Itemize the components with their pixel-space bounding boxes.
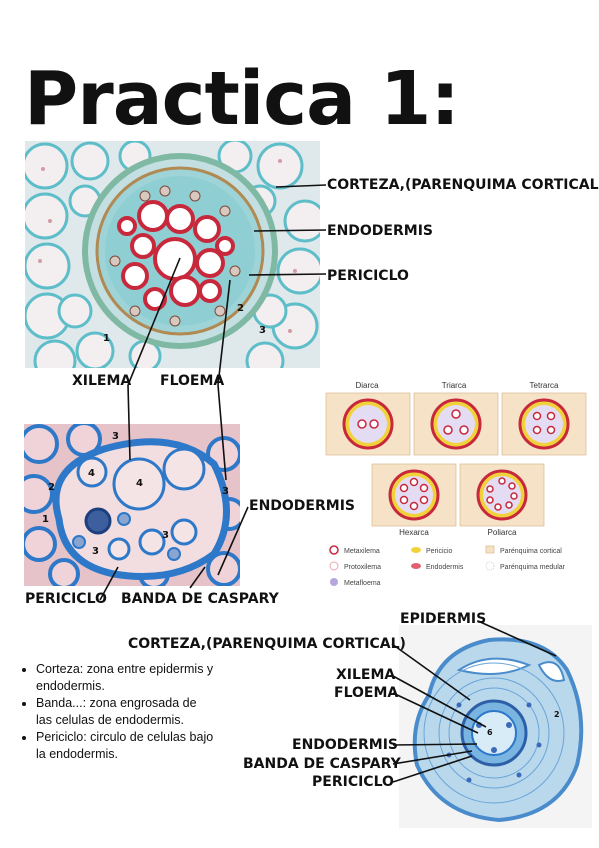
label-periciclo: PERICICLO bbox=[327, 268, 409, 284]
label-corteza: CORTEZA,(PARENQUIMA CORTICAL) bbox=[327, 177, 599, 193]
cell-number: 4 bbox=[136, 478, 143, 489]
legend-item: Parénquima cortical bbox=[500, 548, 562, 555]
diagram-type-label: Hexarca bbox=[399, 528, 429, 537]
notes-list: Corteza: zona entre epidermis y endoderm… bbox=[20, 661, 215, 763]
diagram-type-label: Triarca bbox=[442, 381, 467, 390]
cell-number: 3 bbox=[222, 486, 229, 497]
legend-item: Endodermis bbox=[426, 564, 464, 571]
cell-number: 3 bbox=[112, 431, 119, 442]
note-item: Periciclo: circulo de celulas bajo la en… bbox=[36, 729, 215, 763]
label-corteza-bottom: CORTEZA,(PARENQUIMA CORTICAL) bbox=[128, 636, 406, 652]
label-epidermis: EPIDERMIS bbox=[400, 611, 487, 627]
micrograph-middle-art: 1 2 3 4 4 3 3 3 bbox=[24, 424, 240, 586]
diagram-type-label: Tetrarca bbox=[530, 381, 559, 390]
diagram-type-label: Poliarca bbox=[488, 528, 517, 537]
label-endodermis: ENDODERMIS bbox=[327, 223, 433, 239]
label-xilema-bottom: XILEMA bbox=[336, 667, 396, 683]
svg-text:3: 3 bbox=[259, 325, 266, 336]
label-endodermis-middle: ENDODERMIS bbox=[249, 498, 355, 514]
label-floema-bottom: FLOEMA bbox=[334, 685, 399, 701]
micrograph-top-art: 1 2 3 bbox=[25, 141, 320, 368]
svg-text:6: 6 bbox=[487, 728, 493, 737]
label-periciclo-middle: PERICICLO bbox=[25, 591, 107, 607]
cell-number: 3 bbox=[92, 546, 99, 557]
diagram-art: Diarca Triarca Tetrarca Hexarca Poliarca… bbox=[324, 381, 588, 587]
root-micrograph-top: 1 2 3 bbox=[25, 141, 320, 368]
cell-number: 3 bbox=[162, 530, 169, 541]
note-item: Banda...: zona engrosada de las celulas … bbox=[36, 695, 215, 729]
label-periciclo-bottom: PERICICLO bbox=[312, 774, 394, 790]
micrograph-bottom-art: 6 2 bbox=[399, 625, 592, 828]
label-floema: FLOEMA bbox=[160, 373, 225, 389]
legend-item: Protoxilema bbox=[344, 564, 381, 571]
page-title: Practica 1: bbox=[24, 56, 460, 142]
label-endodermis-bottom: ENDODERMIS bbox=[292, 737, 398, 753]
label-xilema: XILEMA bbox=[72, 373, 132, 389]
legend-item: Pericicio bbox=[426, 548, 453, 555]
cell-number: 4 bbox=[88, 468, 95, 479]
diagram-type-label: Diarca bbox=[355, 381, 379, 390]
note-item: Corteza: zona entre epidermis y endoderm… bbox=[36, 661, 215, 695]
legend-item: Metafloema bbox=[344, 580, 381, 587]
svg-text:2: 2 bbox=[237, 303, 244, 314]
label-banda-caspary-bottom: BANDA DE CASPARY bbox=[243, 756, 401, 772]
legend-item: Metaxilema bbox=[344, 548, 380, 555]
cell-number: 1 bbox=[42, 514, 49, 525]
root-type-diagram: Diarca Triarca Tetrarca Hexarca Poliarca… bbox=[322, 378, 594, 598]
cell-number: 2 bbox=[48, 482, 55, 493]
root-micrograph-middle: 1 2 3 4 4 3 3 3 bbox=[24, 424, 240, 586]
svg-text:2: 2 bbox=[554, 710, 560, 719]
root-micrograph-bottom: 6 2 bbox=[399, 625, 592, 828]
svg-text:1: 1 bbox=[103, 333, 110, 344]
legend-item: Parénquima medular bbox=[500, 564, 566, 571]
label-banda-caspary-middle: BANDA DE CASPARY bbox=[121, 591, 279, 607]
